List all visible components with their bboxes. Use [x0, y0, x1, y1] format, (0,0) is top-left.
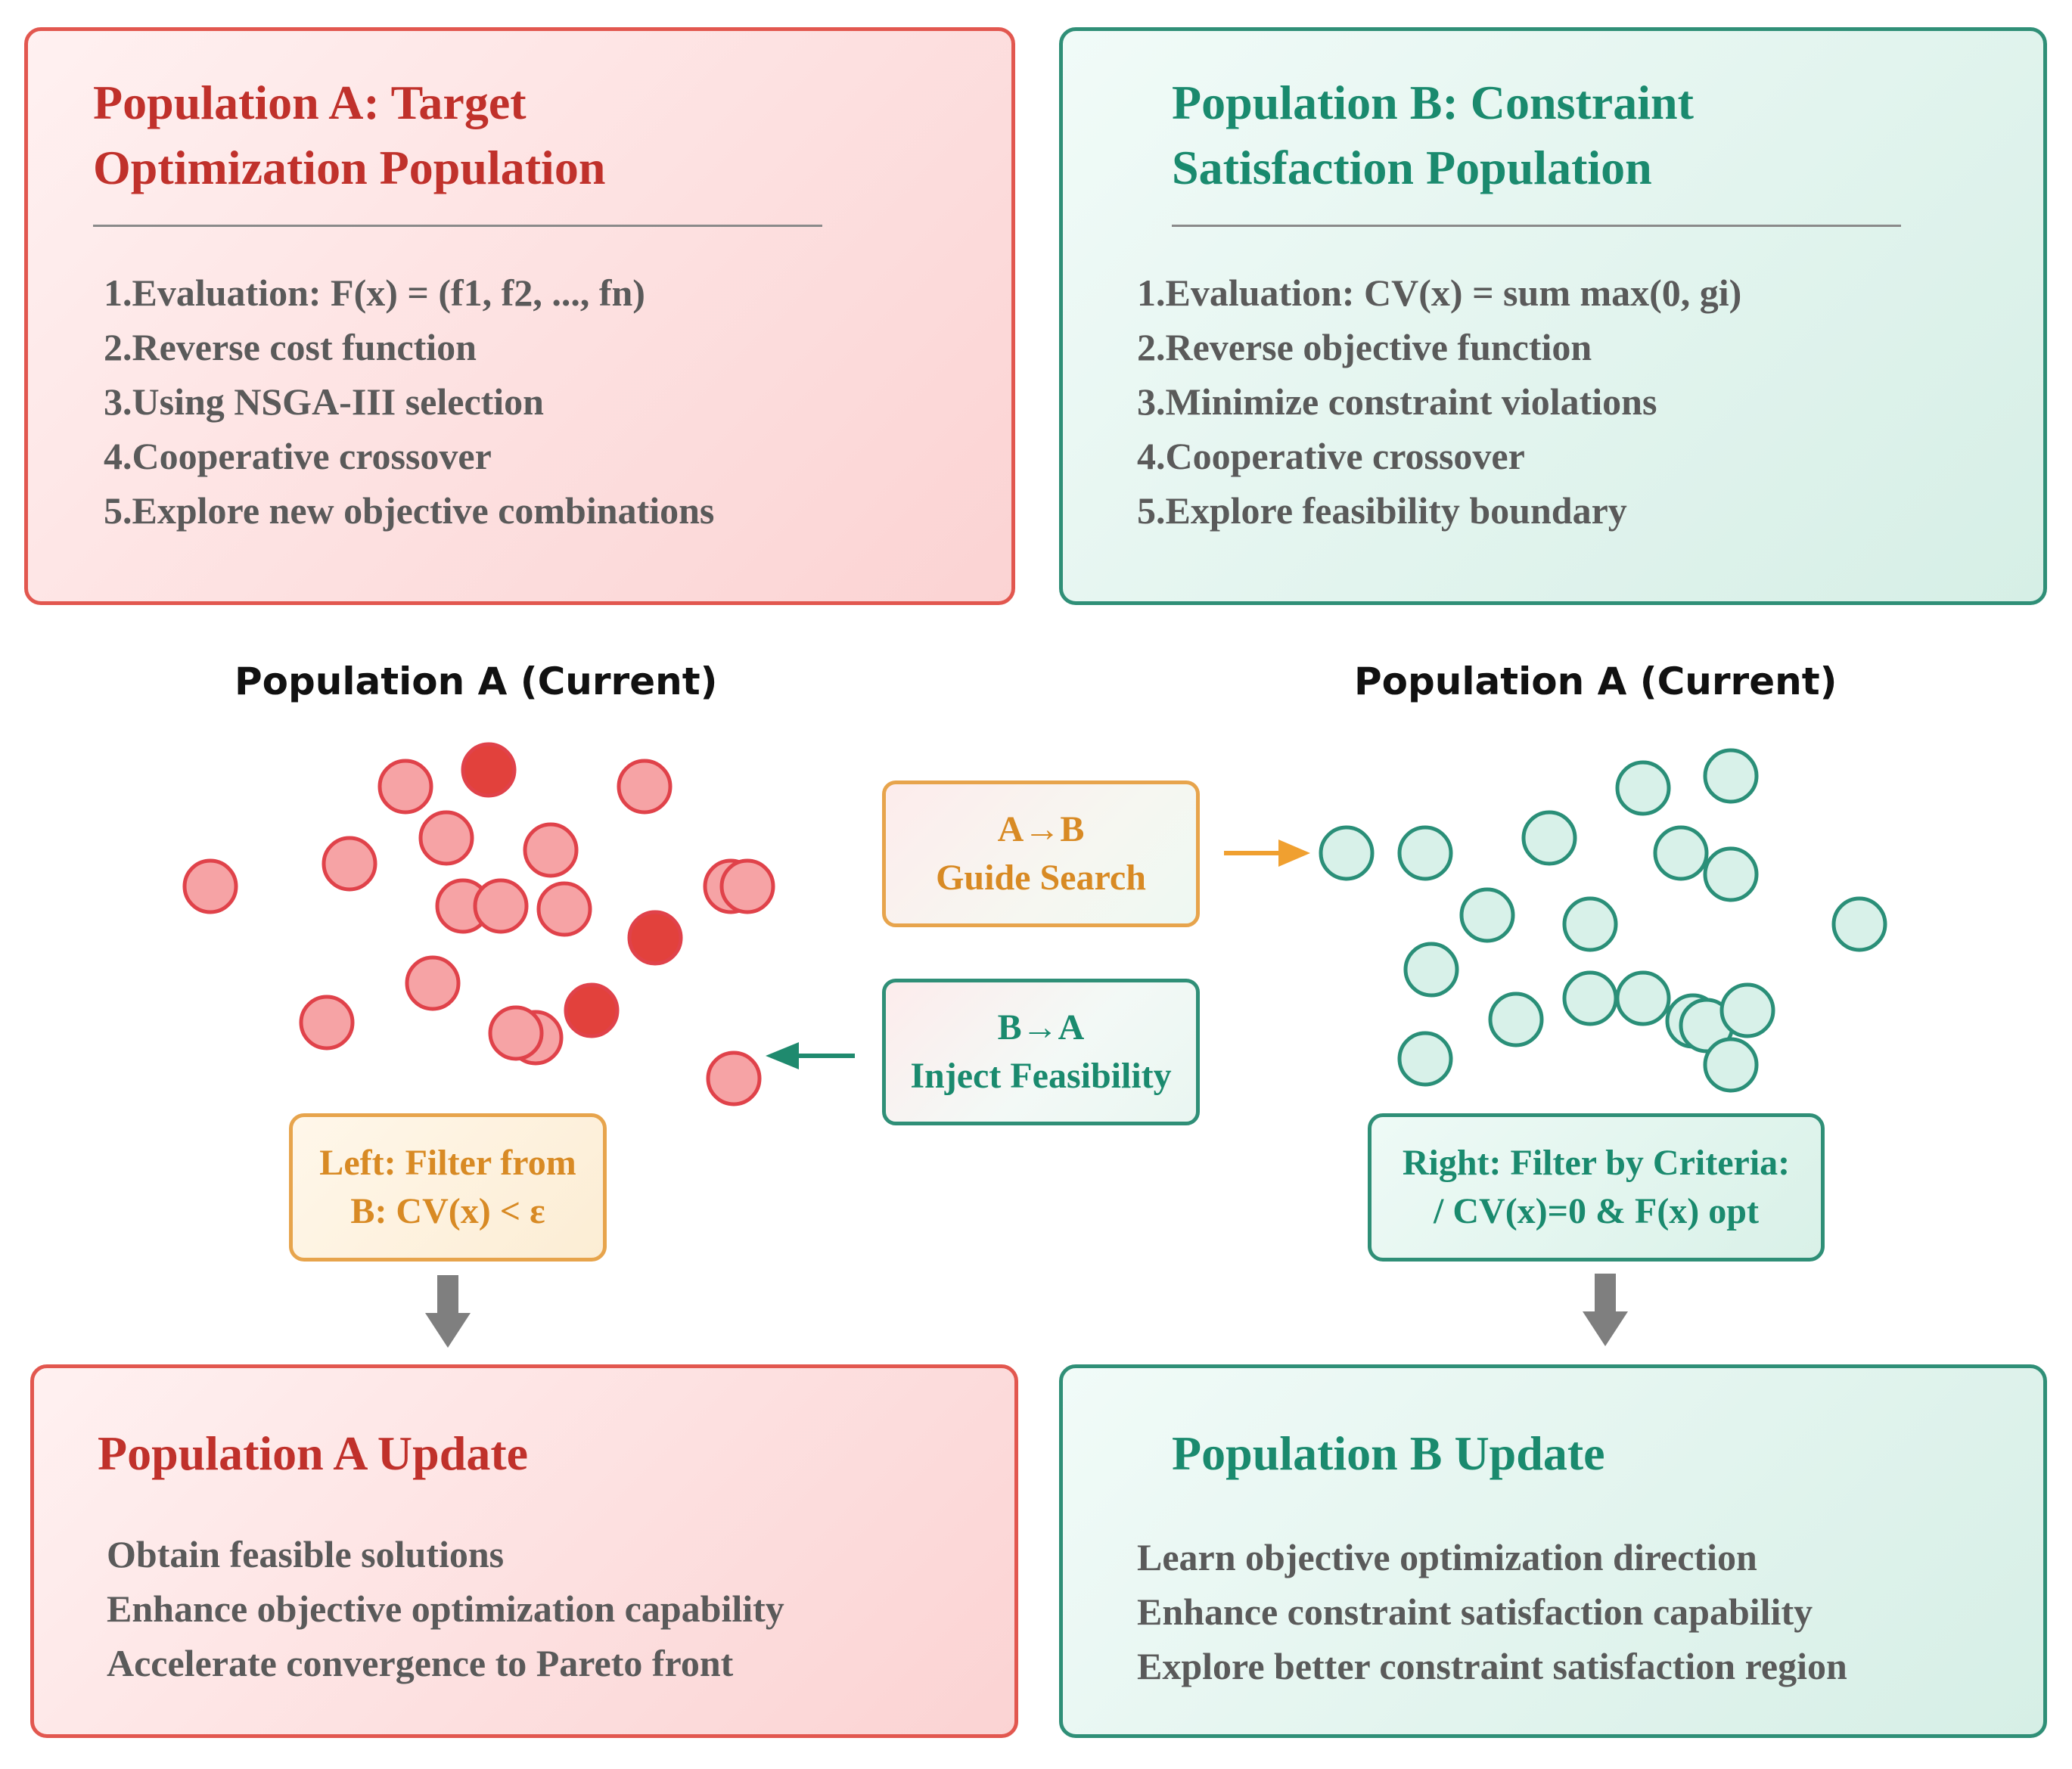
population-a-update-panel: Population A Update Obtain feasible solu…	[30, 1364, 1018, 1738]
population-b-divider	[1172, 225, 1901, 227]
particle	[377, 759, 433, 815]
population-b-panel: Population B: Constraint Satisfaction Po…	[1059, 27, 2047, 605]
population-b-update-item: Explore better constraint satisfaction r…	[1137, 1645, 1847, 1687]
guide-search-label: Guide Search	[936, 858, 1146, 898]
population-a-step: 3.Using NSGA-III selection	[104, 380, 544, 423]
population-b-update-items: Learn objective optimization direction E…	[1137, 1530, 1847, 1693]
particle	[1703, 1037, 1759, 1093]
particle	[418, 810, 474, 866]
population-b-title: Population B: Constraint Satisfaction Po…	[1172, 70, 1694, 200]
population-a-update-items: Obtain feasible solutions Enhance object…	[107, 1527, 784, 1690]
population-b-update-item: Learn objective optimization direction	[1137, 1536, 1757, 1578]
right-down-arrow	[1583, 1274, 1628, 1346]
particle	[1521, 810, 1577, 866]
population-a-update-title: Population A Update	[98, 1421, 528, 1486]
population-a-update-item: Obtain feasible solutions	[107, 1533, 505, 1575]
population-a-title-line2: Optimization Population	[93, 141, 606, 194]
population-b-step: 1.Evaluation: CV(x) = sum max(0, gi)	[1137, 272, 1742, 314]
particle	[405, 955, 461, 1011]
particle	[706, 1051, 762, 1106]
particle	[1319, 825, 1375, 881]
particle	[1703, 846, 1759, 902]
right-filter-box: Right: Filter by Criteria: / CV(x)=0 & F…	[1368, 1113, 1825, 1262]
population-b-update-item: Enhance constraint satisfaction capabili…	[1137, 1591, 1813, 1633]
particle	[1703, 748, 1759, 804]
particle	[1562, 970, 1618, 1026]
population-b-step: 5.Explore feasibility boundary	[1137, 489, 1627, 532]
inject-feasibility-label: Inject Feasibility	[910, 1056, 1172, 1096]
population-b-title-line1: Population B: Constraint	[1172, 76, 1694, 129]
particle	[719, 858, 775, 914]
population-b-title-line2: Satisfaction Population	[1172, 141, 1652, 194]
population-a-update-item: Enhance objective optimization capabilit…	[107, 1587, 784, 1630]
population-b-step: 3.Minimize constraint violations	[1137, 380, 1657, 423]
particle	[1615, 970, 1671, 1026]
particle	[1403, 942, 1459, 998]
population-a-step: 4.Cooperative crossover	[104, 435, 492, 477]
b-to-a-arrow	[766, 1042, 855, 1069]
particle	[1615, 760, 1671, 816]
particle	[617, 759, 673, 815]
right-filter-line2: / CV(x)=0 & F(x) opt	[1434, 1191, 1759, 1231]
right-population-label: Population A (Current)	[1354, 659, 1837, 703]
b-to-a-label: B→A	[997, 1007, 1085, 1047]
population-a-steps: 1.Evaluation: F(x) = (f1, f2, ..., fn) 2…	[104, 265, 714, 538]
a-to-b-label: A→B	[997, 809, 1085, 849]
left-population-label: Population A (Current)	[235, 659, 718, 703]
particle	[523, 822, 579, 878]
population-a-divider	[93, 225, 822, 227]
particle	[322, 836, 377, 892]
particle	[1459, 887, 1515, 943]
right-population-particles	[1319, 748, 1887, 1093]
selected-particle	[461, 742, 517, 798]
right-filter-line1: Right: Filter by Criteria:	[1402, 1143, 1791, 1183]
particle	[473, 878, 529, 934]
left-filter-box: Left: Filter from B: CV(x) < ε	[289, 1113, 607, 1262]
population-b-update-title-text: Population B Update	[1172, 1426, 1605, 1480]
particle	[1488, 992, 1544, 1047]
population-a-step: 5.Explore new objective combinations	[104, 489, 715, 532]
population-a-update-title-text: Population A Update	[98, 1426, 529, 1480]
particle	[1719, 982, 1775, 1038]
particle	[182, 858, 238, 914]
population-b-step: 2.Reverse objective function	[1137, 326, 1592, 368]
left-filter-line2: B: CV(x) < ε	[350, 1191, 545, 1231]
population-a-panel: Population A: Target Optimization Popula…	[24, 27, 1015, 605]
particle	[1831, 896, 1887, 952]
a-to-b-guide-search-box: A→B Guide Search	[882, 781, 1200, 927]
left-filter-line1: Left: Filter from	[319, 1143, 576, 1183]
selected-particle	[564, 982, 620, 1038]
a-to-b-arrow	[1224, 839, 1310, 867]
population-a-title-line1: Population A: Target	[93, 76, 527, 129]
left-down-arrow	[425, 1275, 471, 1348]
population-b-update-title: Population B Update	[1172, 1421, 1605, 1486]
selected-particle	[627, 910, 683, 966]
particle	[1397, 1031, 1453, 1087]
population-a-title: Population A: Target Optimization Popula…	[93, 70, 605, 200]
particle	[299, 995, 355, 1051]
population-b-update-panel: Population B Update Learn objective opti…	[1059, 1364, 2047, 1738]
population-b-steps: 1.Evaluation: CV(x) = sum max(0, gi) 2.R…	[1137, 265, 1741, 538]
particle	[1653, 825, 1709, 881]
population-a-update-item: Accelerate convergence to Pareto front	[107, 1642, 734, 1684]
population-a-step: 2.Reverse cost function	[104, 326, 477, 368]
particle	[488, 1005, 544, 1061]
b-to-a-inject-feasibility-box: B→A Inject Feasibility	[882, 979, 1200, 1125]
particle	[1397, 825, 1453, 881]
population-a-step: 1.Evaluation: F(x) = (f1, f2, ..., fn)	[104, 272, 645, 314]
particle	[536, 881, 592, 937]
left-population-particles	[182, 742, 775, 1106]
population-b-step: 4.Cooperative crossover	[1137, 435, 1525, 477]
particle	[1562, 896, 1618, 952]
